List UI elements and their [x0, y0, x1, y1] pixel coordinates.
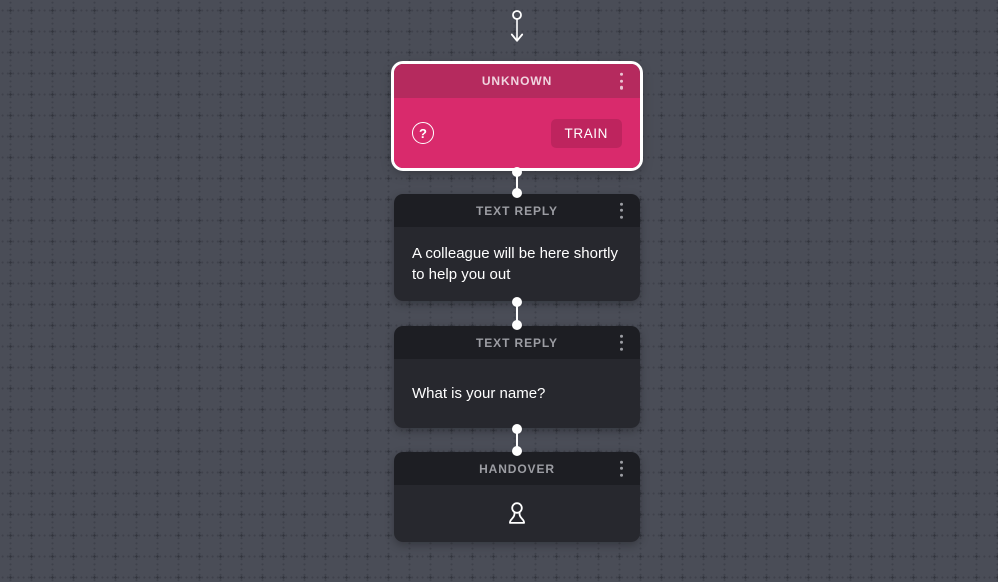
node-unknown[interactable]: UNKNOWN ? TRAIN — [394, 64, 640, 168]
node-title: TEXT REPLY — [476, 335, 558, 350]
connector-port[interactable] — [512, 320, 522, 330]
node-text-reply-1-body: A colleague will be here shortly to help… — [394, 227, 640, 301]
node-title: HANDOVER — [479, 461, 555, 476]
node-unknown-body: ? TRAIN — [394, 98, 640, 168]
node-text-reply-1-header: TEXT REPLY — [394, 194, 640, 227]
kebab-menu-icon[interactable] — [616, 331, 627, 354]
connector-port[interactable] — [512, 424, 522, 434]
node-handover[interactable]: HANDOVER — [394, 452, 640, 542]
connector-edge — [516, 172, 518, 194]
kebab-menu-icon[interactable] — [616, 70, 627, 93]
connector-edge — [516, 429, 518, 452]
connector-port[interactable] — [512, 188, 522, 198]
node-handover-body — [394, 485, 640, 542]
kebab-menu-icon[interactable] — [616, 457, 627, 480]
kebab-menu-icon[interactable] — [616, 199, 627, 222]
node-text-reply-2-header: TEXT REPLY — [394, 326, 640, 359]
flow-start-arrow-icon[interactable] — [507, 9, 527, 49]
node-message-text: A colleague will be here shortly to help… — [412, 245, 618, 283]
node-text-reply-1[interactable]: TEXT REPLY A colleague will be here shor… — [394, 194, 640, 301]
connector-edge — [516, 302, 518, 326]
node-unknown-header: UNKNOWN — [394, 64, 640, 98]
node-title: TEXT REPLY — [476, 203, 558, 218]
node-message-text: What is your name? — [412, 385, 546, 402]
connector-port[interactable] — [512, 297, 522, 307]
node-handover-header: HANDOVER — [394, 452, 640, 485]
connector-port[interactable] — [512, 446, 522, 456]
train-button[interactable]: TRAIN — [550, 118, 622, 148]
person-icon — [509, 502, 525, 524]
question-circle-icon: ? — [412, 122, 434, 144]
node-title: UNKNOWN — [481, 74, 553, 88]
node-text-reply-2-body: What is your name? — [394, 359, 640, 428]
connector-port[interactable] — [512, 167, 522, 177]
node-text-reply-2[interactable]: TEXT REPLY What is your name? — [394, 326, 640, 428]
